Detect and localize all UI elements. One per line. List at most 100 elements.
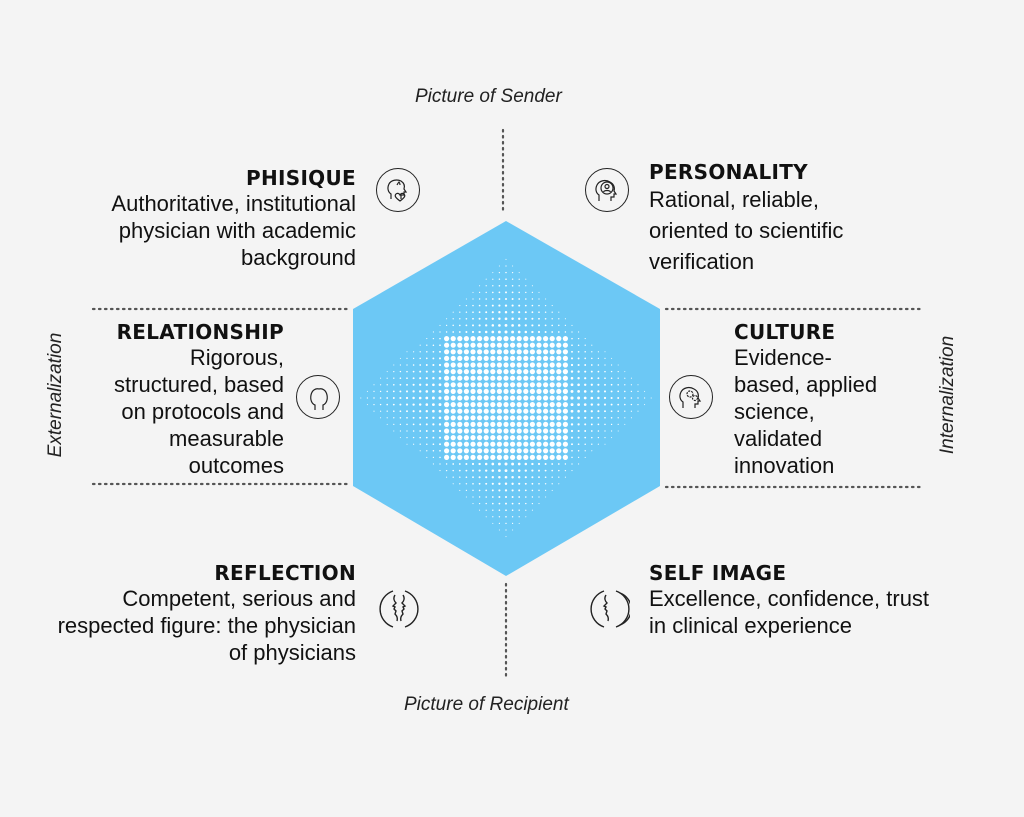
halftone-dot — [399, 364, 401, 366]
halftone-dot — [543, 349, 549, 355]
halftone-dot — [470, 388, 476, 394]
halftone-dot — [463, 362, 469, 368]
halftone-dot — [432, 331, 434, 333]
halftone-dot — [470, 349, 476, 355]
head-person-icon — [585, 168, 629, 212]
halftone-dot — [406, 430, 408, 432]
halftone-dot — [413, 351, 415, 353]
halftone-dot — [446, 476, 448, 478]
halftone-dot — [577, 344, 580, 346]
halftone-dot — [450, 349, 456, 355]
halftone-dot — [604, 364, 606, 366]
halftone-dot — [571, 344, 573, 347]
halftone-dot — [485, 291, 487, 294]
halftone-dot — [373, 384, 375, 386]
two-heads-icon — [296, 375, 340, 419]
halftone-dot — [463, 408, 469, 414]
halftone-dot — [531, 496, 534, 498]
halftone-dot — [543, 369, 549, 375]
halftone-dot — [610, 423, 613, 426]
halftone-dot — [590, 370, 593, 373]
halftone-dot — [504, 495, 508, 499]
halftone-dot — [556, 395, 562, 401]
halftone-dot — [496, 435, 502, 441]
halftone-dot — [511, 311, 514, 314]
halftone-dot — [551, 311, 553, 313]
halftone-dot — [399, 403, 402, 406]
halftone-dot — [472, 496, 474, 498]
halftone-dot — [524, 482, 527, 485]
halftone-dot — [444, 362, 450, 368]
halftone-dot — [498, 265, 500, 267]
halftone-dot — [591, 357, 593, 360]
halftone-dot — [485, 278, 487, 280]
halftone-dot — [439, 331, 441, 333]
halftone-dot — [496, 441, 502, 447]
halftone-dot — [444, 441, 450, 447]
halftone-dot — [577, 436, 580, 439]
halftone-dot — [617, 384, 619, 386]
halftone-dot — [523, 369, 529, 375]
halftone-dot — [496, 395, 502, 401]
halftone-dot — [630, 390, 633, 393]
halftone-dot — [503, 355, 509, 361]
halftone-dot — [419, 436, 421, 439]
halftone-dot — [543, 402, 549, 408]
halftone-dot — [603, 403, 607, 406]
halftone-dot — [536, 454, 542, 460]
halftone-dot — [611, 364, 613, 366]
halftone-dot — [511, 475, 514, 479]
halftone-dot — [498, 475, 501, 479]
halftone-dot — [438, 423, 442, 426]
halftone-dot — [444, 428, 450, 434]
halftone-dot — [577, 383, 580, 387]
halftone-dot — [485, 516, 487, 518]
facet-culture: CULTURE Evidence-based, applied science,… — [734, 320, 884, 479]
halftone-dot — [425, 370, 428, 373]
halftone-dot — [452, 463, 455, 465]
halftone-dot — [470, 454, 476, 460]
halftone-dot — [516, 415, 522, 421]
halftone-dot — [479, 509, 481, 511]
halftone-dot — [543, 428, 549, 434]
halftone-dot — [503, 415, 509, 421]
halftone-dot — [459, 305, 461, 307]
halftone-dot — [457, 355, 463, 361]
halftone-dot — [439, 449, 441, 452]
halftone-dot — [529, 342, 536, 348]
halftone-dot — [478, 482, 481, 485]
halftone-dot — [483, 375, 489, 381]
halftone-dot — [511, 317, 514, 321]
halftone-dot — [445, 469, 448, 472]
halftone-dot — [512, 265, 514, 267]
halftone-dot — [470, 408, 476, 414]
halftone-dot — [498, 469, 501, 472]
halftone-dot — [604, 351, 606, 353]
halftone-dot — [531, 285, 533, 287]
facet-physique: PHISIQUE Authoritative, institutional ph… — [56, 166, 356, 271]
halftone-dot — [597, 443, 599, 445]
halftone-dot — [570, 429, 574, 433]
halftone-dot — [597, 410, 600, 413]
halftone-dot — [544, 324, 547, 327]
facet-title: PERSONALITY — [649, 160, 808, 184]
halftone-dot — [452, 476, 454, 478]
halftone-dot — [490, 395, 496, 401]
halftone-dot — [551, 324, 554, 327]
halftone-dot — [643, 397, 646, 399]
halftone-dot — [610, 370, 613, 373]
halftone-dot — [412, 364, 415, 366]
halftone-dot — [373, 410, 375, 412]
halftone-dot — [393, 371, 395, 373]
halftone-dot — [450, 369, 456, 375]
halftone-dot — [490, 369, 496, 375]
halftone-dot — [483, 441, 489, 447]
halftone-dot — [438, 376, 442, 380]
halftone-dot — [477, 421, 483, 427]
halftone-dot — [518, 502, 520, 505]
halftone-dot — [503, 448, 509, 454]
halftone-dot — [438, 389, 442, 393]
halftone-dot — [485, 311, 488, 314]
halftone-dot — [477, 448, 483, 454]
halftone-dot — [523, 448, 529, 454]
